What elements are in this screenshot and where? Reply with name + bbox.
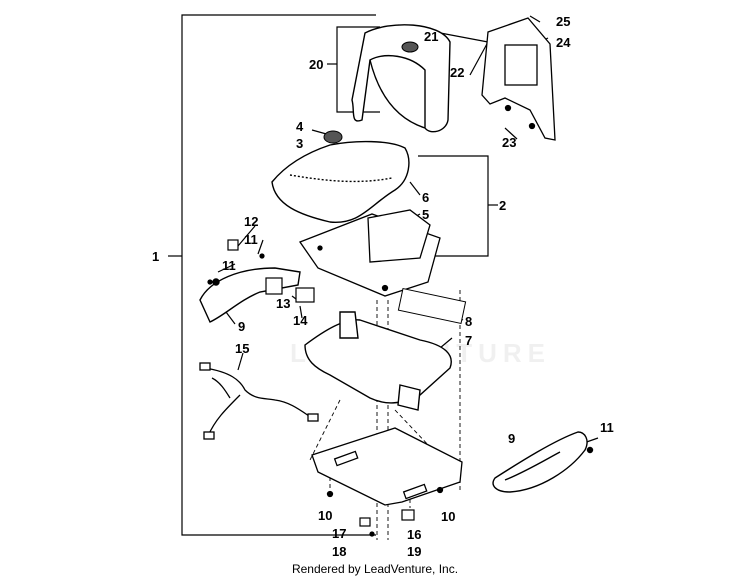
callout-11-a: 11: [244, 232, 258, 247]
callout-4: 4: [296, 119, 304, 134]
seat-badge: [323, 130, 343, 144]
callout-9-right: 9: [508, 431, 515, 446]
callout-25: 25: [556, 14, 570, 29]
callout-6: 6: [422, 190, 429, 205]
callout-18: 18: [332, 544, 346, 559]
bracket-1: [181, 14, 376, 536]
storage-tray: [298, 209, 441, 297]
callout-11-c: 11: [600, 420, 614, 435]
callout-11-b: 11: [222, 258, 236, 273]
callout-13: 13: [276, 296, 290, 311]
callout-5: 5: [422, 207, 429, 222]
callout-23: 23: [502, 135, 516, 150]
right-armrest: [492, 431, 594, 493]
decal: [397, 287, 467, 325]
callout-17: 17: [332, 526, 346, 541]
callout-labels: 1 2 3 4 5 6 7 8 9 9 10 10 11 11 11 12 13…: [152, 14, 614, 559]
callout-24: 24: [556, 35, 571, 50]
backrest: [351, 24, 451, 133]
handle-pieces: [227, 239, 315, 303]
callout-22: 22: [450, 65, 464, 80]
callout-14: 14: [293, 313, 308, 328]
left-armrest: [199, 267, 301, 323]
callout-21: 21: [424, 29, 438, 44]
bracket-2: [418, 155, 489, 257]
callout-9-left: 9: [238, 319, 245, 334]
seat-frame: [304, 311, 452, 411]
callout-19: 19: [407, 544, 421, 559]
callout-3: 3: [296, 136, 303, 151]
callout-20: 20: [309, 57, 323, 72]
backrest-badge: [401, 41, 419, 53]
callout-1: 1: [152, 249, 159, 264]
callout-15: 15: [235, 341, 249, 356]
callout-8: 8: [465, 314, 472, 329]
callout-2: 2: [499, 198, 506, 213]
footer-credit: Rendered by LeadVenture, Inc.: [291, 562, 459, 576]
callout-10-right: 10: [441, 509, 455, 524]
callout-16: 16: [407, 527, 421, 542]
wiring-harness: [199, 362, 319, 440]
seat: [271, 140, 410, 223]
callout-7: 7: [465, 333, 472, 348]
mounting-plate: [311, 427, 463, 506]
callout-12: 12: [244, 214, 258, 229]
backrest-bracket: [481, 17, 556, 141]
hardware: [207, 253, 415, 537]
callout-10-left: 10: [318, 508, 332, 523]
